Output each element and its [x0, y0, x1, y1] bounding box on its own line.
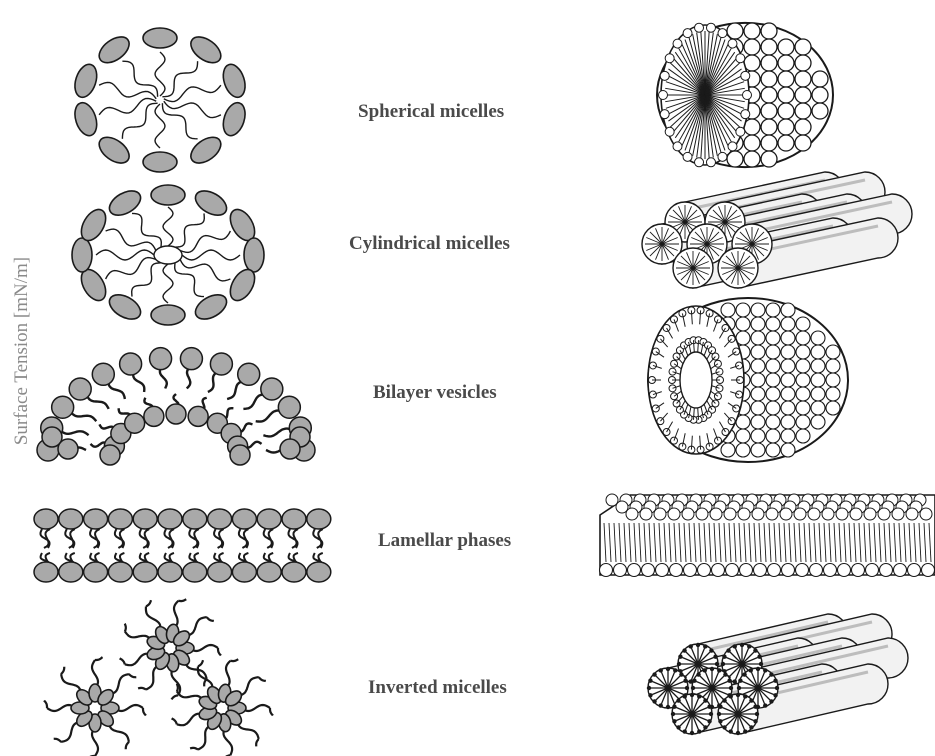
spherical-micelle-2d-icon	[71, 28, 249, 172]
bilayer-vesicle-2d-icon	[37, 348, 315, 465]
lamellar-phase-3d-icon	[600, 494, 935, 577]
lamellar-phase-2d-icon	[34, 509, 331, 582]
inverted-micelle-2d-icon	[44, 599, 273, 756]
spherical-micelle-3d-icon	[657, 23, 833, 167]
cylindrical-micelle-2d-icon	[72, 185, 264, 325]
inverted-micelle-3d-icon	[647, 614, 908, 735]
bilayer-vesicle-3d-icon	[648, 298, 848, 462]
cylindrical-micelle-3d-icon	[642, 172, 912, 288]
